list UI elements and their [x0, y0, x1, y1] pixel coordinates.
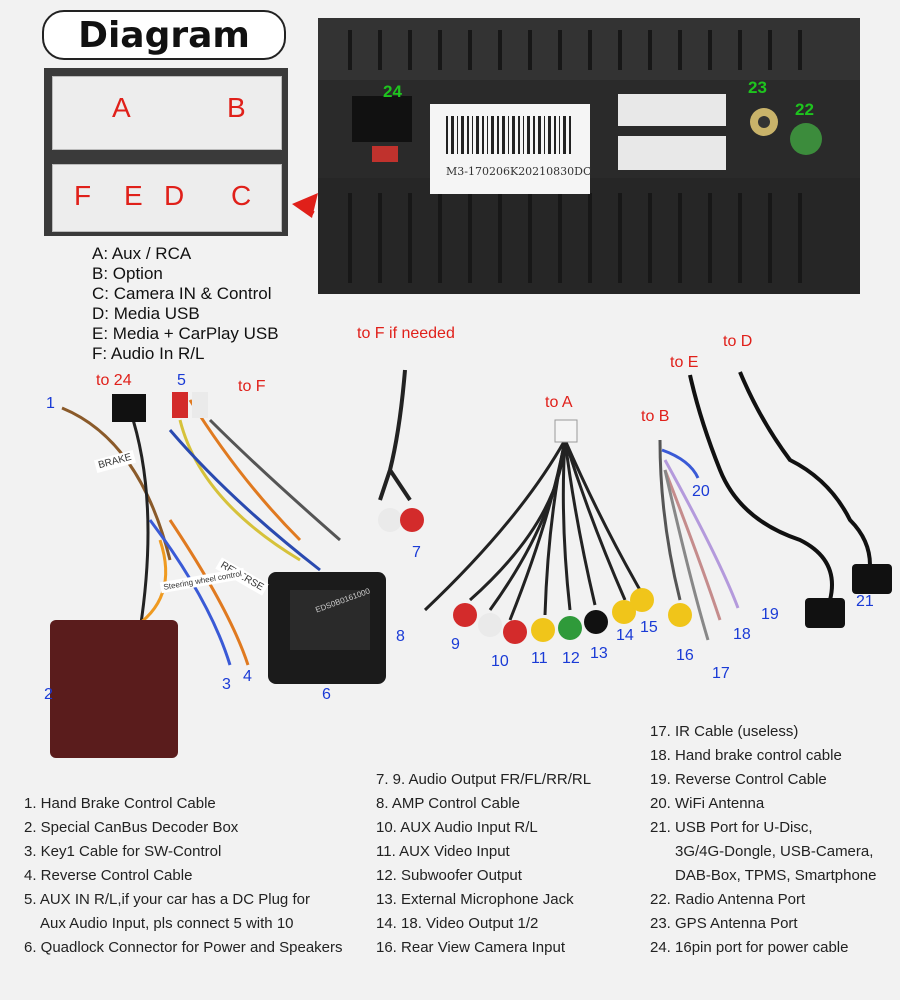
- list-item: 20. WiFi Antenna: [650, 795, 765, 812]
- connector-label-c: C: [231, 180, 252, 211]
- label-to-a: to A: [545, 394, 573, 411]
- port-24-label: 24: [383, 82, 402, 101]
- label-to-24: to 24: [96, 372, 132, 389]
- legend-item: A: Aux / RCA: [92, 244, 192, 263]
- list-item: 8. AMP Control Cable: [376, 795, 520, 812]
- list-item: 17. IR Cable (useless): [650, 723, 799, 740]
- list-item: 3. Key1 Cable for SW-Control: [24, 843, 222, 860]
- barcode: [446, 116, 571, 154]
- list-item: 5. AUX IN R/L,if your car has a DC Plug …: [24, 891, 310, 908]
- list-item: 3G/4G-Dongle, USB-Camera,: [675, 843, 874, 860]
- usb-port-e: [805, 598, 845, 628]
- callout-8: 8: [396, 628, 405, 645]
- callout-20: 20: [692, 483, 710, 500]
- connector-legend: A: Aux / RCA B: Option C: Camera IN & Co…: [92, 244, 279, 364]
- description-list-3: 17. IR Cable (useless) 18. Hand brake co…: [650, 720, 876, 960]
- list-item: 22. Radio Antenna Port: [650, 891, 806, 908]
- legend-item: D: Media USB: [92, 304, 200, 323]
- callout-10: 10: [491, 653, 509, 670]
- list-item: 16. Rear View Camera Input: [376, 939, 565, 956]
- callout-7: 7: [412, 544, 421, 561]
- list-item: 12. Subwoofer Output: [376, 867, 522, 884]
- connector-row-top: [52, 76, 282, 150]
- port-22-label: 22: [795, 100, 814, 119]
- description-list-1: 1. Hand Brake Control Cable 2. Special C…: [24, 792, 343, 960]
- diagram-title: Diagram: [42, 10, 286, 60]
- list-item: 19. Reverse Control Cable: [650, 771, 827, 788]
- connector-label-f: F: [74, 180, 92, 211]
- list-item: DAB-Box, TPMS, Smartphone: [675, 867, 877, 884]
- callout-19: 19: [761, 606, 779, 623]
- label-to-f-if-needed: to F if needed: [357, 325, 455, 342]
- legend-item: F: Audio In R/L: [92, 344, 205, 363]
- callout-18: 18: [733, 626, 751, 643]
- callout-11: 11: [531, 650, 548, 667]
- connector-row-bottom: [52, 164, 282, 232]
- list-item: 24. 16pin port for power cable: [650, 939, 849, 956]
- list-item: Aux Audio Input, pls connect 5 with 10: [40, 915, 294, 932]
- connector-closeup: A B F E D C: [44, 68, 288, 236]
- list-item: 1. Hand Brake Control Cable: [24, 795, 216, 812]
- callout-4: 4: [243, 668, 252, 685]
- legend-item: C: Camera IN & Control: [92, 284, 272, 303]
- connector-label-d: D: [164, 180, 185, 211]
- list-item: 6. Quadlock Connector for Power and Spea…: [24, 939, 343, 956]
- callout-12: 12: [562, 650, 580, 667]
- legend-item: E: Media + CarPlay USB: [92, 324, 279, 343]
- head-unit-back: [318, 18, 860, 294]
- usb-port-d: [852, 564, 892, 594]
- label-to-b: to B: [641, 408, 670, 425]
- callout-3: 3: [222, 676, 231, 693]
- list-item: 4. Reverse Control Cable: [24, 867, 193, 884]
- list-item: 13. External Microphone Jack: [376, 891, 574, 908]
- callout-6: 6: [322, 686, 331, 703]
- callout-2: 2: [44, 686, 53, 703]
- callout-16: 16: [676, 647, 694, 664]
- callout-21: 21: [856, 593, 874, 610]
- callout-1: 1: [46, 395, 55, 412]
- list-item: 11. AUX Video Input: [376, 843, 510, 860]
- label-to-f: to F: [238, 378, 266, 395]
- list-item: 14. 18. Video Output 1/2: [376, 915, 539, 932]
- callout-9: 9: [451, 636, 460, 653]
- list-item: 2. Special CanBus Decoder Box: [24, 819, 239, 836]
- label-to-e: to E: [670, 354, 699, 371]
- list-item: 7. 9. Audio Output FR/FL/RR/RL: [376, 771, 592, 788]
- list-item: 18. Hand brake control cable: [650, 747, 842, 764]
- callout-17: 17: [712, 665, 730, 682]
- list-item: 21. USB Port for U-Disc,: [650, 819, 813, 836]
- list-item: 10. AUX Audio Input R/L: [376, 819, 538, 836]
- canbus-box: [50, 620, 178, 758]
- callout-5: 5: [177, 372, 186, 389]
- callout-13: 13: [590, 645, 608, 662]
- connector-label-b: B: [227, 92, 246, 123]
- description-list-2: 7. 9. Audio Output FR/FL/RR/RL 8. AMP Co…: [376, 768, 591, 960]
- list-item: 23. GPS Antenna Port: [650, 915, 798, 932]
- barcode-text: M3-170206K20210830DC: [446, 165, 592, 178]
- label-to-d: to D: [723, 333, 753, 350]
- port-23-label: 23: [748, 78, 767, 97]
- connector-label-a: A: [112, 92, 131, 123]
- connector-label-e: E: [124, 180, 143, 211]
- callout-15: 15: [640, 619, 658, 636]
- harness-plug-24: [112, 394, 146, 422]
- callout-14: 14: [616, 627, 634, 644]
- legend-item: B: Option: [92, 264, 163, 283]
